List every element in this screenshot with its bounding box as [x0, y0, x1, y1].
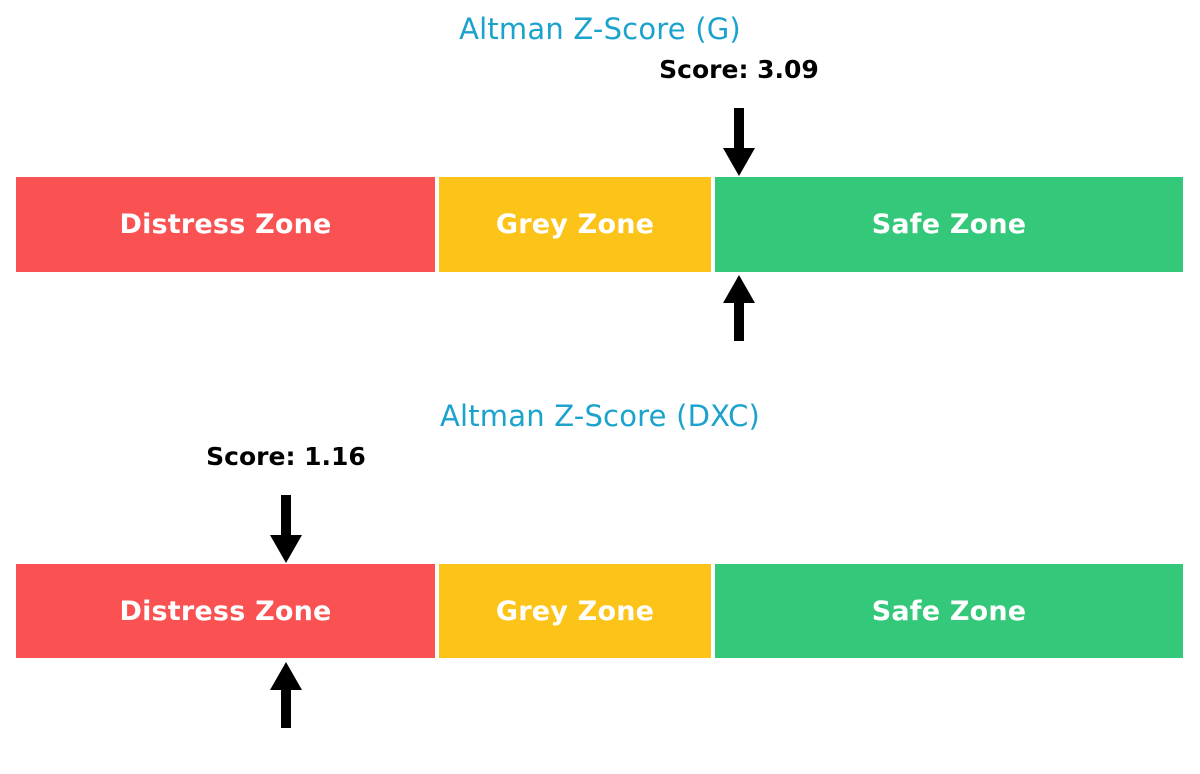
zscore-panel-g: Altman Z-Score (G) Score: 3.09 Distress … [0, 0, 1200, 380]
up-arrow-marker-g [722, 275, 756, 342]
zone-distress-g: Distress Zone [16, 177, 435, 272]
zone-distress-dxc: Distress Zone [16, 564, 435, 658]
down-arrow-marker-g [722, 108, 756, 178]
zone-grey-g: Grey Zone [439, 177, 711, 272]
down-arrow-marker-dxc [269, 495, 303, 565]
zone-distress-label-dxc: Distress Zone [119, 595, 332, 627]
zone-safe-g: Safe Zone [715, 177, 1183, 272]
chart-title-g: Altman Z-Score (G) [459, 12, 741, 46]
zone-safe-label-dxc: Safe Zone [871, 595, 1027, 627]
zone-safe-dxc: Safe Zone [715, 564, 1183, 658]
zone-distress-label-g: Distress Zone [119, 209, 332, 240]
chart-title-dxc: Altman Z-Score (DXC) [439, 399, 761, 433]
zone-grey-dxc: Grey Zone [439, 564, 711, 658]
zone-safe-label-g: Safe Zone [871, 209, 1027, 240]
zscore-panel-dxc: Altman Z-Score (DXC) Score: 1.16 Distres… [0, 387, 1200, 774]
zone-grey-label-dxc: Grey Zone [495, 595, 655, 627]
zone-grey-label-g: Grey Zone [495, 209, 655, 240]
up-arrow-marker-dxc [269, 662, 303, 729]
score-label-g: Score: 3.09 [659, 55, 819, 84]
score-label-dxc: Score: 1.16 [206, 442, 366, 471]
